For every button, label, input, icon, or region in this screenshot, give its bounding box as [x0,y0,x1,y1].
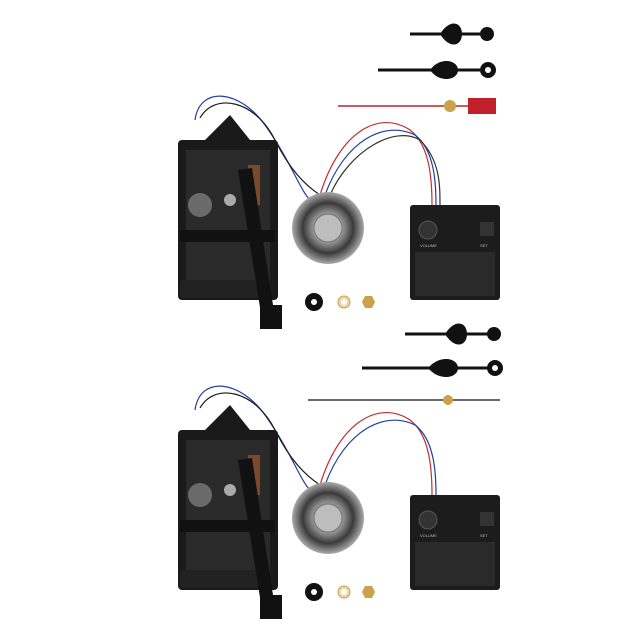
clock-hands [308,323,503,405]
pendulum-movement [178,405,282,619]
chime-module: VOLUME SET [410,495,500,590]
pendulum-movement [178,115,282,329]
second-hand [308,395,500,405]
clock-kit: VOLUME SET [178,385,500,619]
clock-hands [338,23,496,114]
wires [194,385,437,496]
second-hand [338,98,496,114]
hour-hand [362,358,503,378]
set-label: SET [480,243,488,248]
chime-module: VOLUME SET [410,205,500,300]
minute-hand [410,23,494,45]
hour-hand [378,60,496,80]
speaker [292,192,364,264]
speaker [292,482,364,554]
volume-label: VOLUME [420,243,437,248]
clock-kit: VOLUME SET [178,23,500,329]
minute-hand [405,323,501,345]
volume-label: VOLUME [420,533,437,538]
washer-and-nuts [305,293,375,311]
wires [194,95,441,206]
washer-and-nuts [305,583,375,601]
set-label: SET [480,533,488,538]
